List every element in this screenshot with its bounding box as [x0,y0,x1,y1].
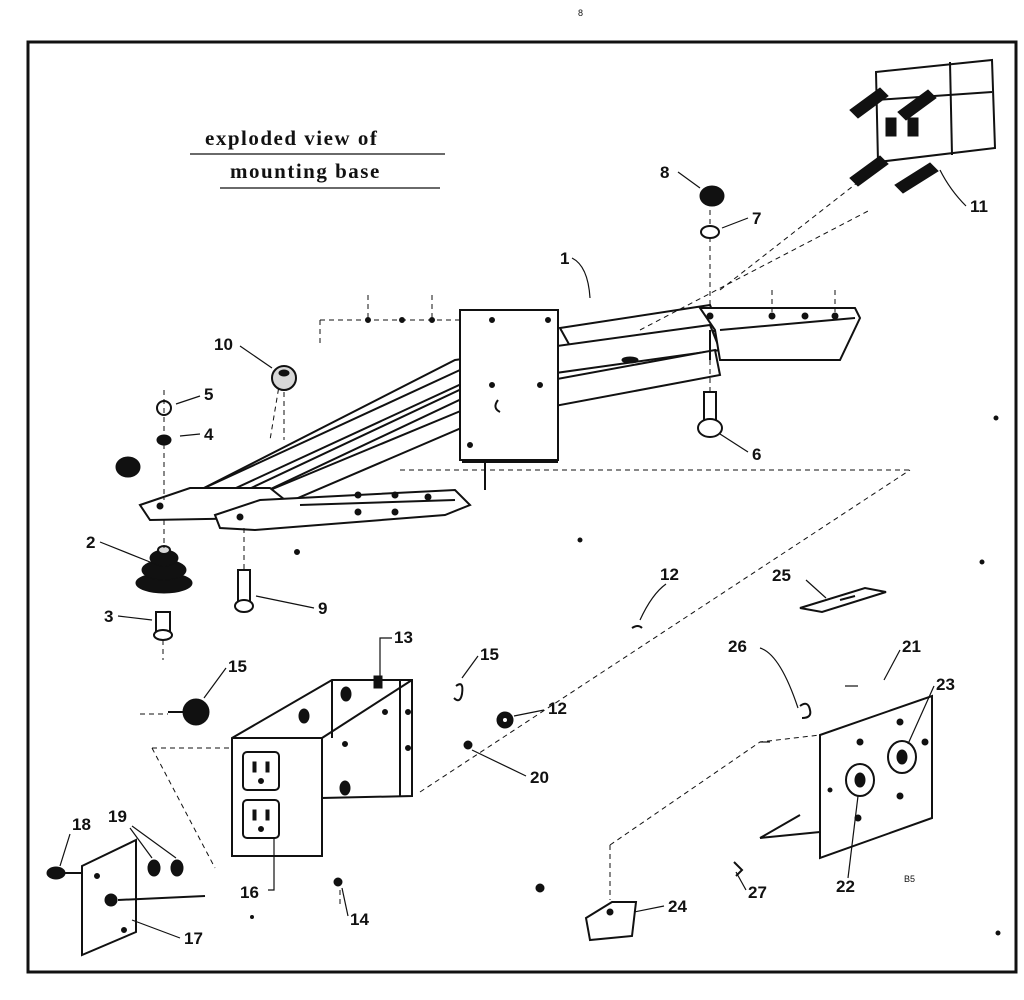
part-11-switch-block [639,58,997,331]
callout-21: 21 [883,637,921,681]
callout-16: 16 [240,838,275,902]
callout-27: 27 [735,871,767,902]
callout-4: 4 [179,425,214,444]
part-17-cover-plate [81,838,206,957]
callout-label: 26 [728,637,747,656]
callout-label: 3 [104,607,113,626]
callout-label: 6 [752,445,761,464]
callout-label: 17 [184,929,203,948]
callout-label: 14 [350,910,369,929]
callout-20: 20 [471,749,549,787]
callout-label: 13 [394,628,413,647]
part-4-washer [156,434,172,446]
mounting-base-frame [138,290,910,532]
callout-12-upper: 12 [639,565,679,621]
callout-15-right: 15 [461,645,499,679]
callout-3: 3 [104,607,153,626]
part-7-washer [700,225,720,239]
callout-8: 8 [660,163,701,189]
callout-11: 11 [939,169,988,216]
callout-23: 23 [907,675,955,745]
part-22-receptacle [845,763,875,797]
callout-label: 15 [480,645,499,664]
callout-label: 15 [228,657,247,676]
diagram-frame [26,40,1018,974]
part-9-bolt [234,528,254,613]
callout-13: 13 [379,628,413,676]
corner-code: B5 [904,874,915,884]
callout-label: 2 [86,533,95,552]
callout-17: 17 [131,919,203,948]
callout-label: 8 [660,163,669,182]
callout-label: 10 [214,335,233,354]
part-26-clip [799,685,858,719]
callout-label: 16 [240,883,259,902]
callout-label: 12 [660,565,679,584]
callout-label: 12 [548,699,567,718]
part-18-screw [46,866,82,880]
callout-label: 9 [318,599,327,618]
callout-label: 21 [902,637,921,656]
part-23-receptacle [887,740,917,774]
part-14-screw [333,877,343,905]
callout-label: 19 [108,807,127,826]
callout-label: 7 [752,209,761,228]
page-marker: 8 [578,8,583,18]
part-12-small-clip [419,469,911,793]
callout-label: 20 [530,768,549,787]
callout-2: 2 [86,533,151,563]
diagram-title: exploded view of mounting base [190,126,445,189]
callout-18: 18 [59,815,91,867]
callout-label: 1 [560,249,569,268]
callout-label: 27 [748,883,767,902]
rubber-knob [115,456,141,478]
callout-label: 23 [936,675,955,694]
callout-9: 9 [255,595,327,618]
callout-5: 5 [175,385,213,405]
part-15-knob [140,698,210,726]
part-6-bolt [697,360,723,438]
callout-22: 22 [836,795,859,896]
part-10-spacer [271,365,297,440]
callout-15-left: 15 [203,657,247,699]
part-27-screw [733,861,744,877]
part-2-rubber-foot [135,520,193,594]
part-13-outlet-box [151,675,413,869]
part-3-screw [153,611,173,660]
callout-25: 25 [772,566,827,599]
callout-label: 25 [772,566,791,585]
callout-14: 14 [341,887,369,929]
part-21-switch-box [609,694,933,900]
callout-label: 24 [668,897,687,916]
part-24-bracket [584,901,638,942]
callout-7: 7 [721,209,761,229]
callout-label: 11 [970,197,988,216]
part-12-grommet [496,711,514,729]
callout-1: 1 [560,249,591,299]
callout-19: 19 [108,807,177,859]
part-8-cap [699,185,725,305]
part-15-clip [453,683,464,702]
callout-26: 26 [728,637,799,709]
part-19-screws [147,859,184,877]
callout-10: 10 [214,335,273,369]
callout-6: 6 [719,433,761,464]
part-25-bracket [799,586,887,614]
callout-label: 5 [204,385,213,404]
callout-label: 4 [204,425,214,444]
title-line-1: exploded view of [205,126,378,150]
part-20-screw [463,740,473,750]
title-line-2: mounting base [230,159,381,183]
callout-12-lower: 12 [513,699,567,718]
callout-24: 24 [633,897,687,916]
callout-label: 22 [836,877,855,896]
callout-label: 18 [72,815,91,834]
